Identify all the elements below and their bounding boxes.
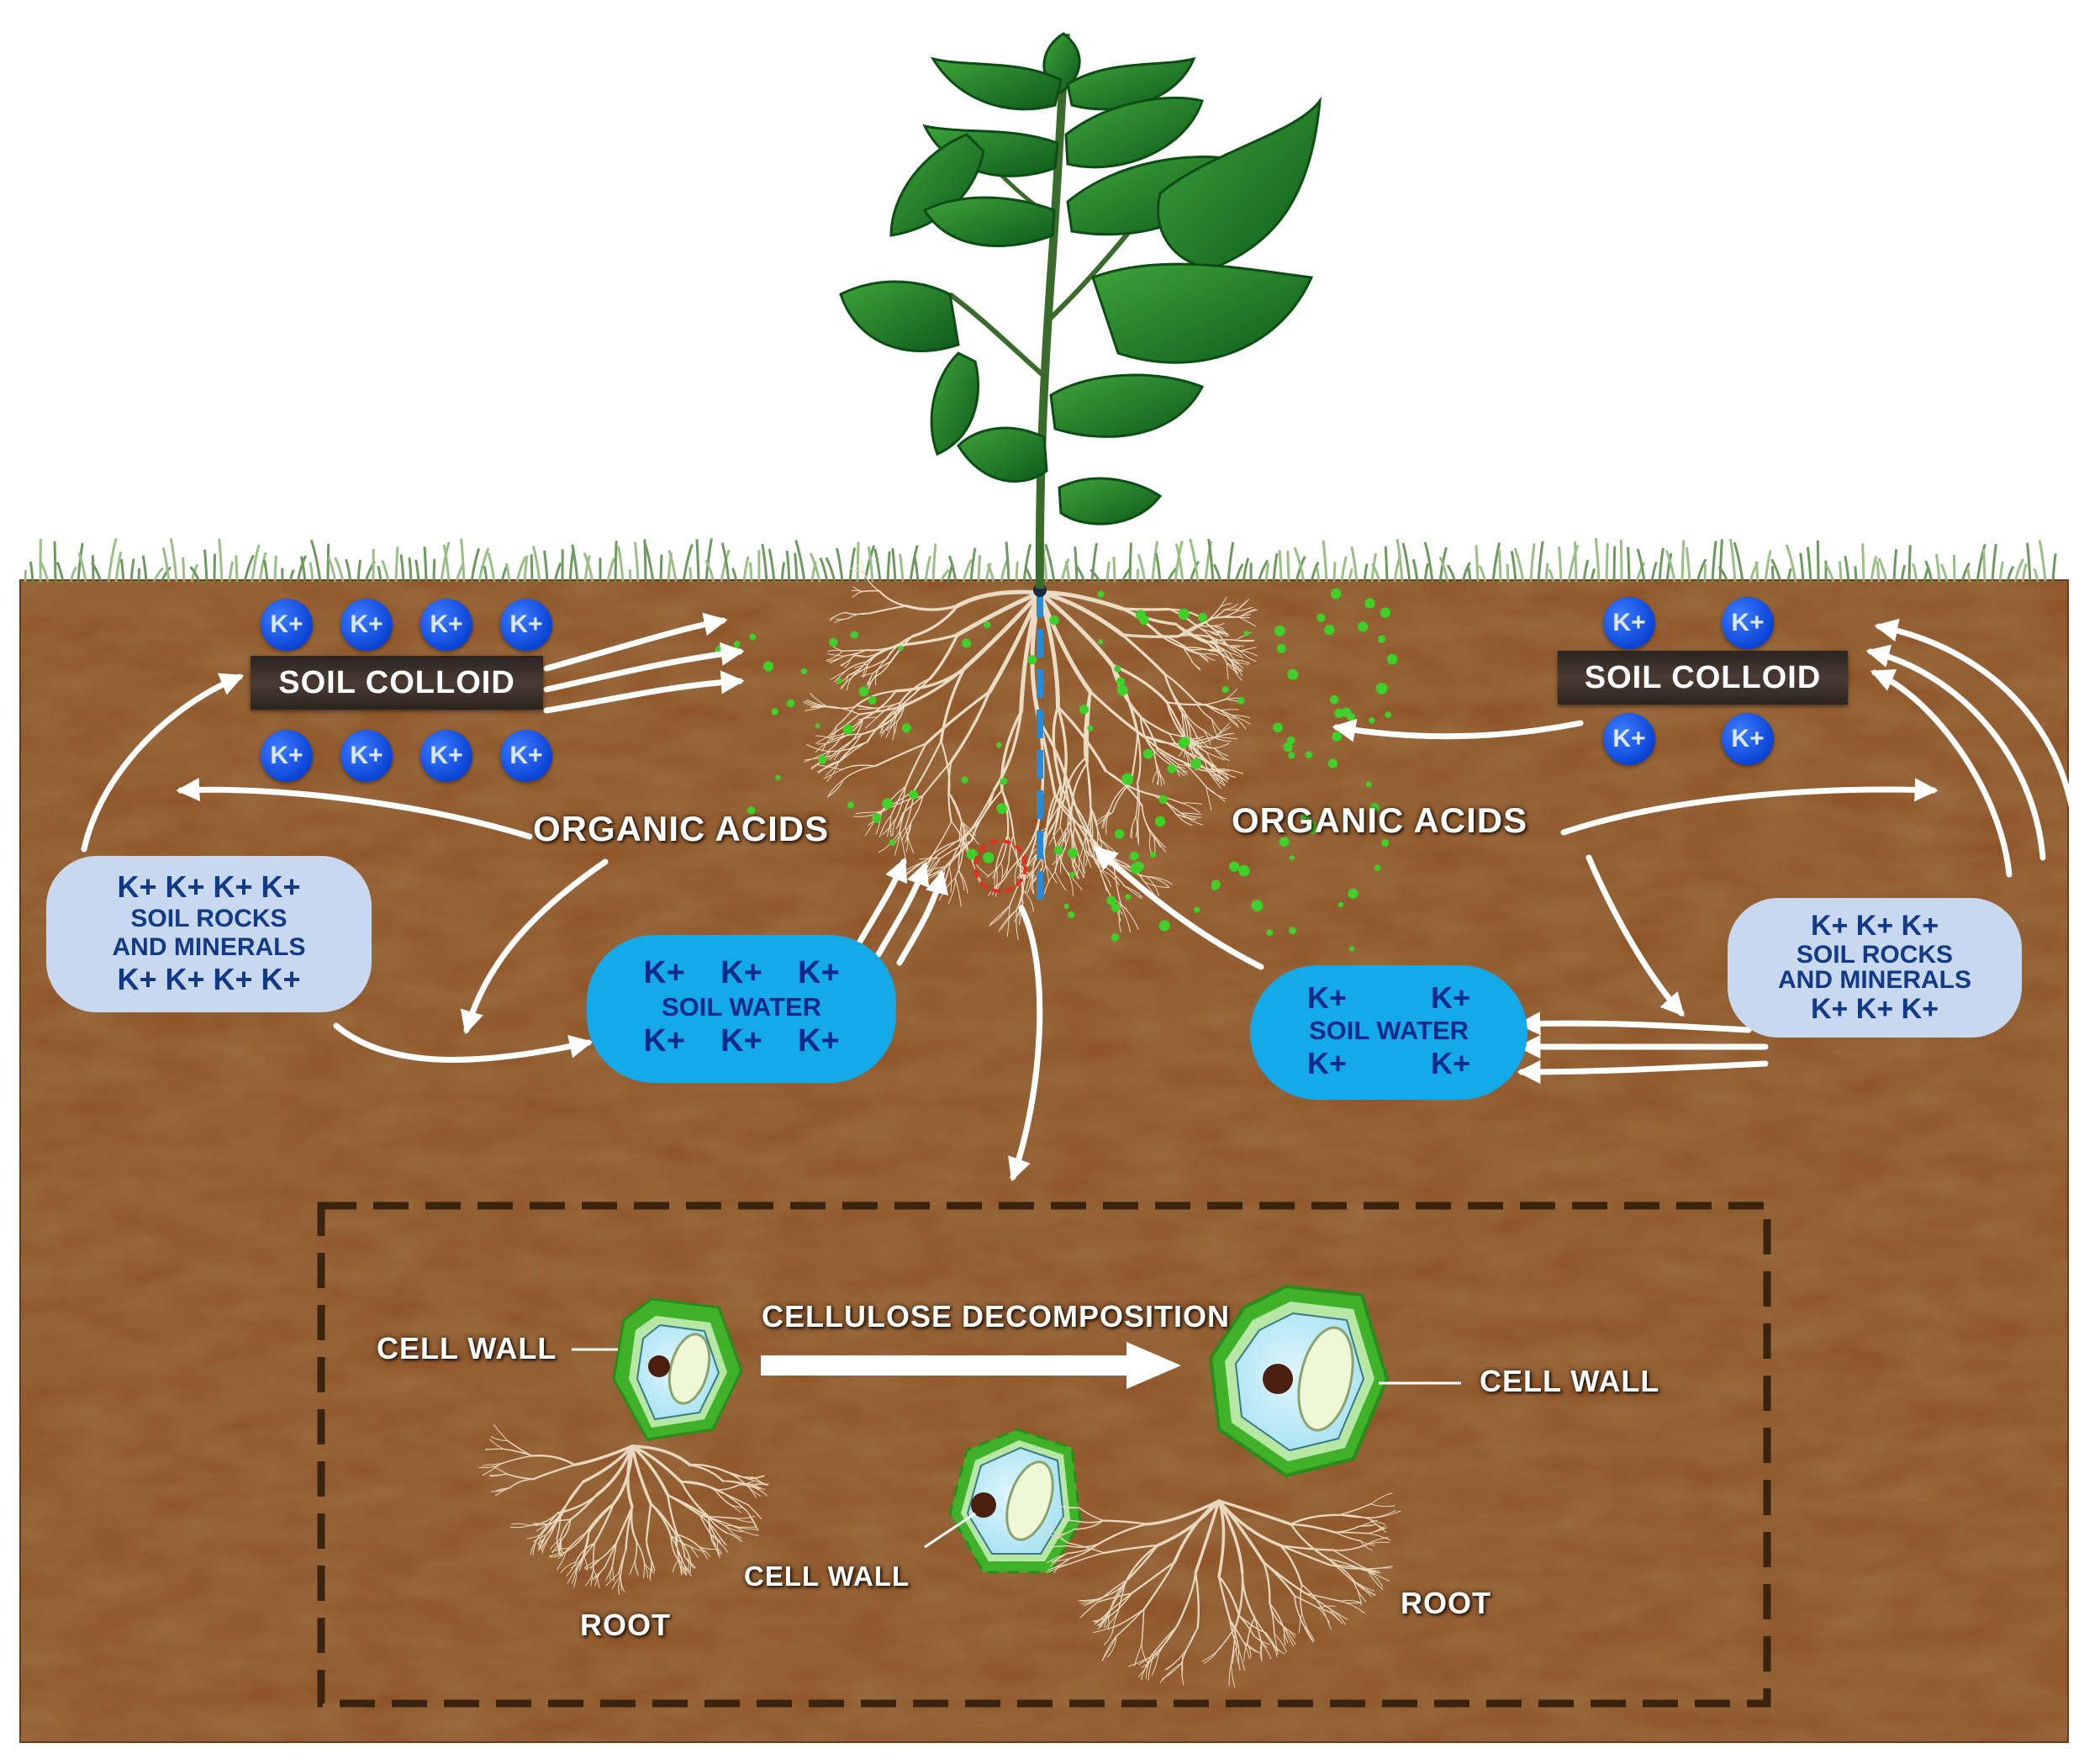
k-ion-row: K+ K+: [1306, 980, 1471, 1015]
cell-enlarged: [1208, 1284, 1390, 1478]
cell-wall-label-a: CELL WALL: [377, 1331, 557, 1365]
plant-root-system: [803, 559, 1258, 940]
k-ion: K+: [1722, 597, 1774, 649]
arrow-root-to-inset: [1008, 905, 1043, 1182]
arrow-rocks-to-water-right-1: [1517, 1011, 1752, 1036]
arrow-acids-to-rocks-left: [176, 778, 533, 840]
k-ion-row: K+ K+ K+: [643, 1023, 840, 1059]
k-ion-row: K+ K+: [1306, 1046, 1471, 1080]
soil-colloid-right: SOIL COLLOID: [1558, 651, 1848, 705]
soil-rocks-minerals-right: K+ K+ K+ SOIL ROCKS AND MINERALS K+ K+ K…: [1728, 898, 2022, 1038]
arrow-water-to-root-3: [896, 869, 949, 966]
k-ion-row: K+ K+ K+ K+: [117, 962, 301, 996]
arrow-acids-to-rocks-right-down: [1585, 854, 1685, 1017]
k-ion: K+: [420, 730, 472, 782]
cell-decomposing: [948, 1428, 1082, 1574]
soil-water-label: SOIL WATER: [1308, 1016, 1469, 1045]
arrow-water-to-root-1: [854, 857, 908, 949]
soil-rocks-minerals-left: K+ K+ K+ K+ SOIL ROCKS AND MINERALS K+ K…: [46, 856, 372, 1012]
k-ion: K+: [340, 599, 393, 651]
arrow-rocks-to-colloid-right-1: [1870, 668, 2013, 878]
k-ion-row: K+ K+ K+: [1810, 910, 1939, 942]
soil-water-right: K+ K+ SOIL WATER K+ K+: [1250, 965, 1527, 1100]
root-label-b: ROOT: [1401, 1586, 1491, 1620]
arrow-rocks-to-colloid-right-3: [1874, 618, 2080, 844]
soil-colloid-left: SOIL COLLOID: [251, 656, 543, 710]
arrow-water-to-root-2: [875, 861, 930, 958]
organic-acids-label-left: ORGANIC ACIDS: [533, 809, 830, 848]
soil-water-left: K+ K+ K+ SOIL WATER K+ K+ K+: [587, 935, 896, 1083]
arrow-rocks-to-colloid-right-2: [1865, 644, 2046, 861]
soil-water-label: SOIL WATER: [661, 992, 822, 1022]
root-label-a: ROOT: [580, 1608, 671, 1642]
plant-icon: [839, 32, 1322, 589]
arrow-colloid-to-root-1: [543, 612, 728, 672]
cell-wall-label-b: CELL WALL: [1480, 1364, 1660, 1398]
k-ion: K+: [1603, 713, 1655, 765]
arrow-colloid-to-root-2: [543, 642, 745, 693]
root-tip-highlight: [973, 839, 1027, 893]
k-ion: K+: [1603, 597, 1655, 649]
organic-acids-label-right: ORGANIC ACIDS: [1232, 800, 1528, 840]
k-ion: K+: [420, 599, 472, 651]
leader-lines: [572, 1348, 1461, 1549]
cellulose-decomposition-label: CELLULOSE DECOMPOSITION: [762, 1299, 1231, 1334]
k-ion: K+: [500, 599, 552, 651]
k-ion-row: K+ K+ K+: [643, 955, 840, 990]
arrow-acids-to-rocks-right: [1560, 778, 1939, 836]
k-ion: K+: [500, 730, 552, 782]
organic-acid-particles: [715, 588, 1398, 952]
arrow-colloid-to-root-right: [1332, 718, 1584, 742]
cell-intact: [612, 1297, 743, 1441]
flow-arrows: [81, 612, 2080, 1182]
k-ion: K+: [340, 730, 393, 782]
k-ion: K+: [261, 730, 313, 782]
k-ion-row: K+ K+ K+ K+: [117, 869, 301, 904]
cell-wall-label-c: CELL WALL: [744, 1561, 910, 1592]
k-ion-row: K+ K+ K+: [1810, 993, 1939, 1025]
arrow-rocks-to-water-left: [333, 1022, 594, 1063]
grass-strip: [24, 537, 2057, 583]
arrow-water-to-root-right: [1093, 846, 1264, 970]
rocks-label-line1: SOIL ROCKS: [1796, 941, 1954, 969]
inset-root-drawings: [478, 1423, 1401, 1688]
rocks-label-line2: AND MINERALS: [112, 933, 306, 961]
rocks-label-line2: AND MINERALS: [1778, 966, 1971, 994]
cellulose-arrow: [761, 1342, 1181, 1389]
inset-box: [317, 1202, 1771, 1708]
arrow-colloid-to-root-3: [543, 670, 745, 714]
k-ion: K+: [1722, 713, 1774, 765]
arrow-rocks-to-water-right-3: [1517, 1059, 1769, 1084]
arrow-acids-to-water-left: [460, 858, 609, 1035]
rocks-label-line1: SOIL ROCKS: [130, 905, 288, 932]
k-ion: K+: [261, 599, 313, 651]
arrow-rocks-to-colloid: [81, 673, 245, 853]
